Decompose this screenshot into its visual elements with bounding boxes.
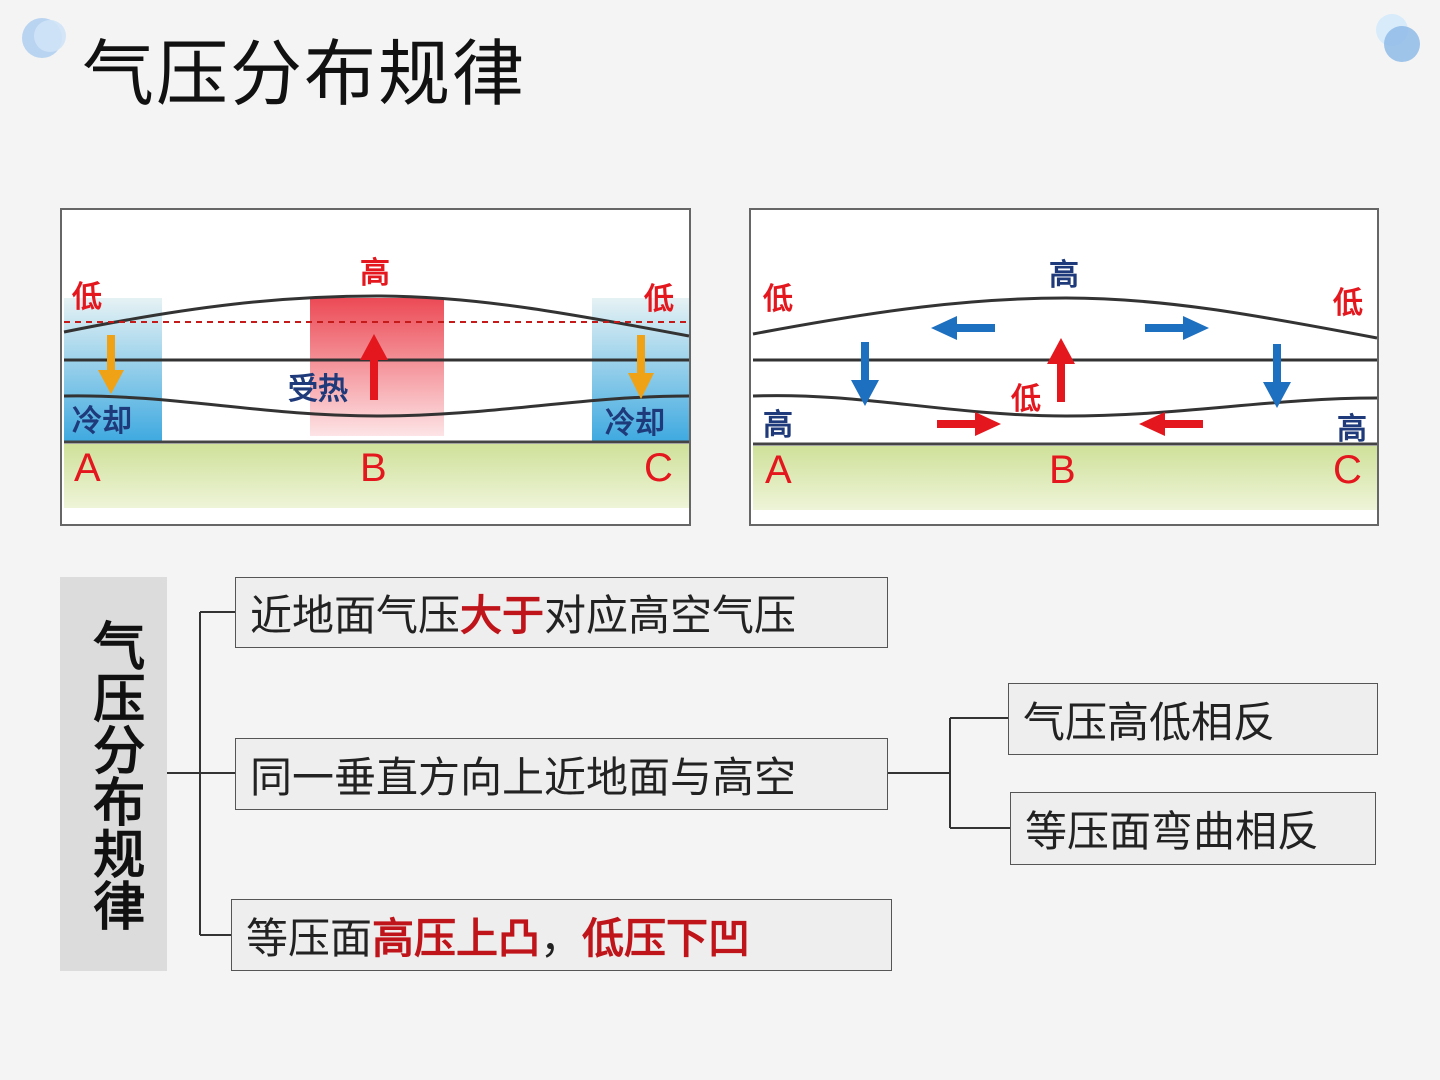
tree-item-1: 近地面气压大于对应高空气压 — [235, 577, 888, 648]
label-low-left-top: 低 — [763, 282, 793, 317]
tree-item-3: 等压面高压上凸，低压下凹 — [231, 899, 892, 971]
arrow-down-orange-c — [628, 335, 654, 399]
isobar-lower-curved — [63, 394, 690, 418]
item2-text: 同一垂直方向上近地面与高空 — [250, 752, 797, 802]
ground-label-c: C — [1333, 448, 1362, 492]
label-high-right-bottom: 高 — [1337, 412, 1367, 447]
label-cool-a: 冷却 — [72, 404, 132, 439]
item1-emphasis: 大于 — [460, 591, 545, 640]
label-high-center: 高 — [360, 256, 390, 291]
item1-pre: 近地面气压 — [250, 591, 461, 640]
ground-strip — [64, 444, 689, 508]
item3-emphasis-1: 高压上凸 — [372, 913, 541, 963]
item3-pre: 等压面 — [246, 913, 373, 963]
bubble-decoration-left — [22, 18, 66, 58]
page-title: 气压分布规律 — [82, 32, 527, 116]
arrow-down-blue-c — [1263, 344, 1291, 408]
item3-separator: ， — [540, 913, 583, 963]
label-low-left: 低 — [72, 280, 102, 315]
label-low-right: 低 — [644, 282, 674, 317]
arrow-up-red-b — [1047, 338, 1075, 402]
label-low-right-top: 低 — [1333, 286, 1363, 321]
child2-text: 等压面弯曲相反 — [1025, 807, 1320, 856]
diagram-pressure-circulation: 低 高 低 高 低 高 A B C — [749, 208, 1379, 526]
child1-text: 气压高低相反 — [1023, 697, 1276, 747]
isobar-upper-curved — [752, 296, 1378, 340]
label-cool-c: 冷却 — [605, 406, 665, 441]
bubble-decoration-right — [1376, 14, 1420, 62]
arrow-left-blue-upper — [931, 316, 995, 340]
arrow-left-red-lower — [1139, 412, 1203, 436]
label-low-center-bottom: 低 — [1011, 382, 1041, 417]
arrow-down-orange-a — [98, 335, 124, 394]
label-high-left-bottom: 高 — [763, 408, 793, 443]
ground-label-b: B — [360, 446, 387, 490]
tree-root-box: 气压分布规律 — [60, 577, 167, 971]
arrow-right-blue-upper — [1145, 316, 1209, 340]
diagram-left-graphic — [63, 294, 690, 508]
tree-root-label: 气压分布规律 — [83, 619, 144, 931]
label-high-center-top: 高 — [1049, 258, 1079, 293]
item3-emphasis-2: 低压下凹 — [582, 913, 751, 963]
ground-label-c: C — [644, 446, 673, 490]
label-heat: 受热 — [288, 372, 348, 407]
isobar-upper-curved — [63, 294, 690, 338]
ground-strip — [753, 446, 1377, 510]
arrow-up-red-b — [360, 334, 388, 400]
ground-label-b: B — [1049, 448, 1076, 492]
arrow-right-red-lower — [937, 412, 1001, 436]
tree-child-1: 气压高低相反 — [1008, 683, 1378, 755]
arrow-down-blue-a — [851, 342, 879, 406]
isobar-lower-curved — [752, 394, 1378, 418]
ground-label-a: A — [765, 448, 792, 492]
diagram-heating-cooling: 低 高 低 受热 冷却 冷却 A B C — [60, 208, 691, 526]
tree-child-2: 等压面弯曲相反 — [1010, 792, 1376, 865]
diagram-right-graphic — [752, 296, 1378, 510]
tree-item-2: 同一垂直方向上近地面与高空 — [235, 738, 888, 810]
ground-label-a: A — [74, 446, 101, 490]
item1-post: 对应高空气压 — [544, 591, 797, 640]
